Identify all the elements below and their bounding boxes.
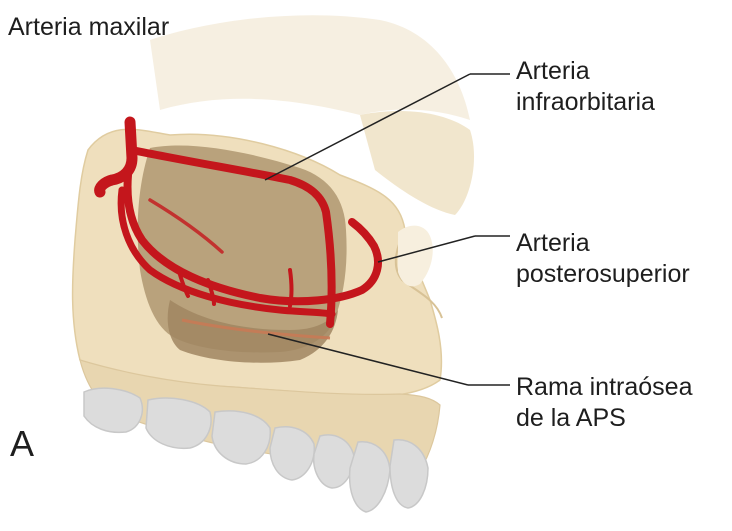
canine-tooth [350, 442, 390, 512]
label-arteria-maxilar: Arteria maxilar [8, 12, 169, 43]
label-arteria-infraorbitaria-line1: Arteria [516, 56, 655, 87]
label-arteria-infraorbitaria-line2: infraorbitaria [516, 87, 655, 118]
premolar-tooth-1 [270, 427, 314, 480]
label-rama-intraosea: Rama intraósea de la APS [516, 372, 692, 434]
small-branch-3 [290, 270, 292, 306]
orbit-bone-background [150, 15, 470, 120]
label-rama-intraosea-line2: de la APS [516, 403, 692, 434]
label-arteria-infraorbitaria: Arteria infraorbitaria [516, 56, 655, 118]
premolar-tooth-2 [314, 435, 354, 488]
molar-tooth-1 [84, 388, 142, 432]
label-arteria-posterosuperior: Arteria posterosuperior [516, 228, 690, 290]
label-arteria-posterosuperior-line2: posterosuperior [516, 259, 690, 290]
panel-letter: A [10, 424, 34, 464]
molar-tooth-2 [146, 398, 211, 448]
label-arteria-posterosuperior-line1: Arteria [516, 228, 690, 259]
molar-tooth-3 [212, 411, 270, 464]
label-rama-intraosea-line1: Rama intraósea [516, 372, 692, 403]
